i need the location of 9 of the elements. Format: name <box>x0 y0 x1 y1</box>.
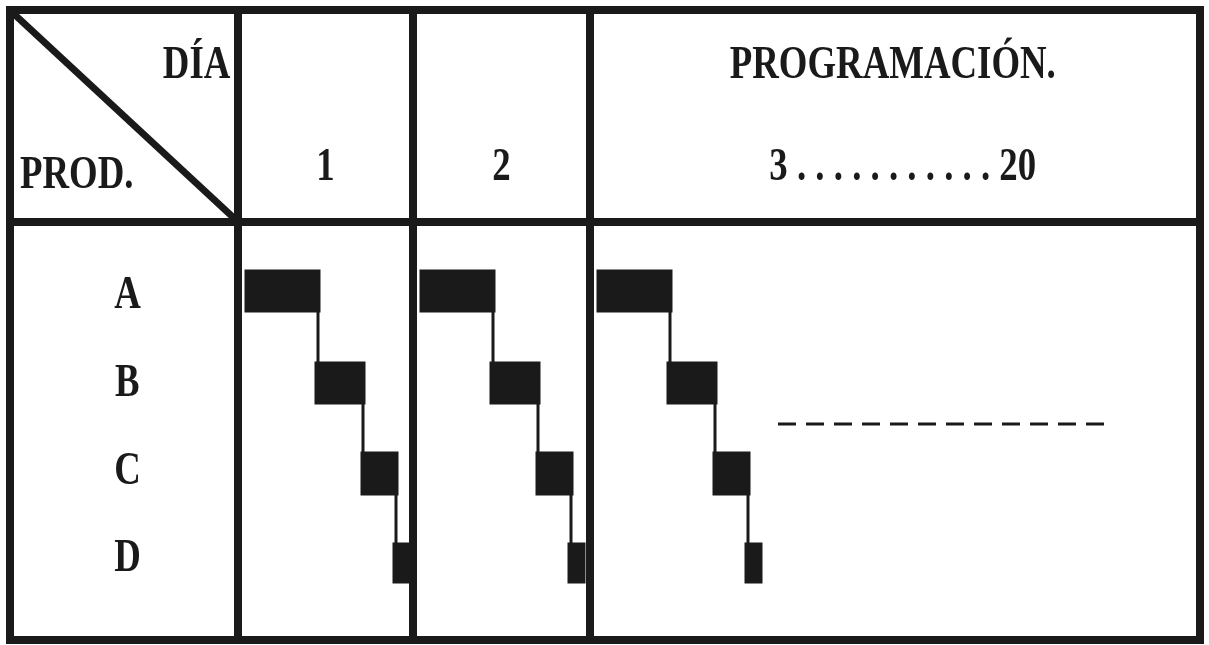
day-number: 1 <box>315 142 335 188</box>
product-label: D <box>113 533 141 579</box>
day-range: 3 . . . . . . . . . . . 20 <box>769 142 1037 188</box>
column-header: DÍA <box>162 40 231 86</box>
row-header: PROD. <box>20 150 134 196</box>
product-label: C <box>113 446 141 492</box>
product-label: B <box>114 358 140 404</box>
day-number: 2 <box>491 142 511 188</box>
product-label: A <box>113 270 141 316</box>
